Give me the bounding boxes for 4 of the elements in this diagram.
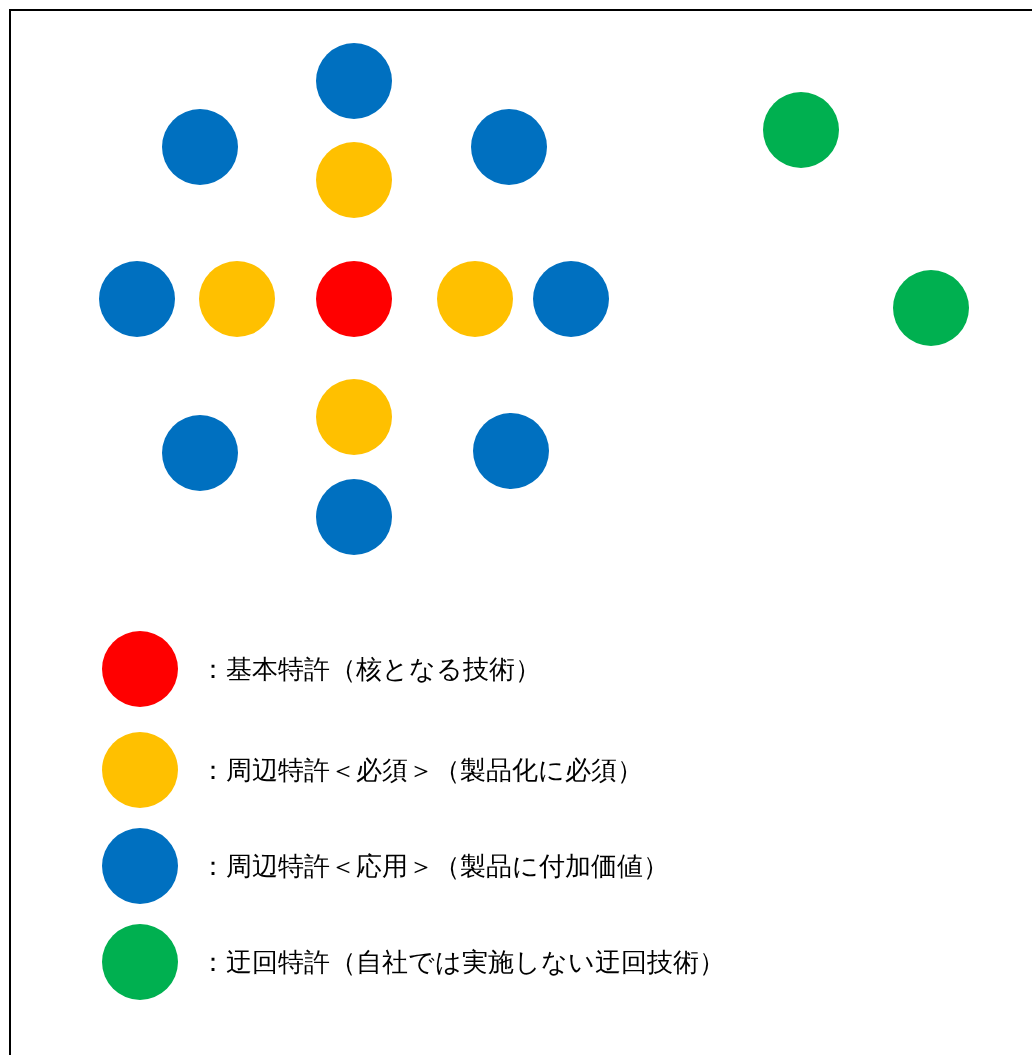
legend-text: ：迂回特許（自社では実施しない迂回技術） xyxy=(200,946,725,979)
legend-text: ：周辺特許＜必須＞（製品化に必須） xyxy=(200,754,643,787)
legend-text: ：基本特許（核となる技術） xyxy=(200,653,541,686)
legend-text: ：周辺特許＜応用＞（製品に付加価値） xyxy=(200,850,669,883)
